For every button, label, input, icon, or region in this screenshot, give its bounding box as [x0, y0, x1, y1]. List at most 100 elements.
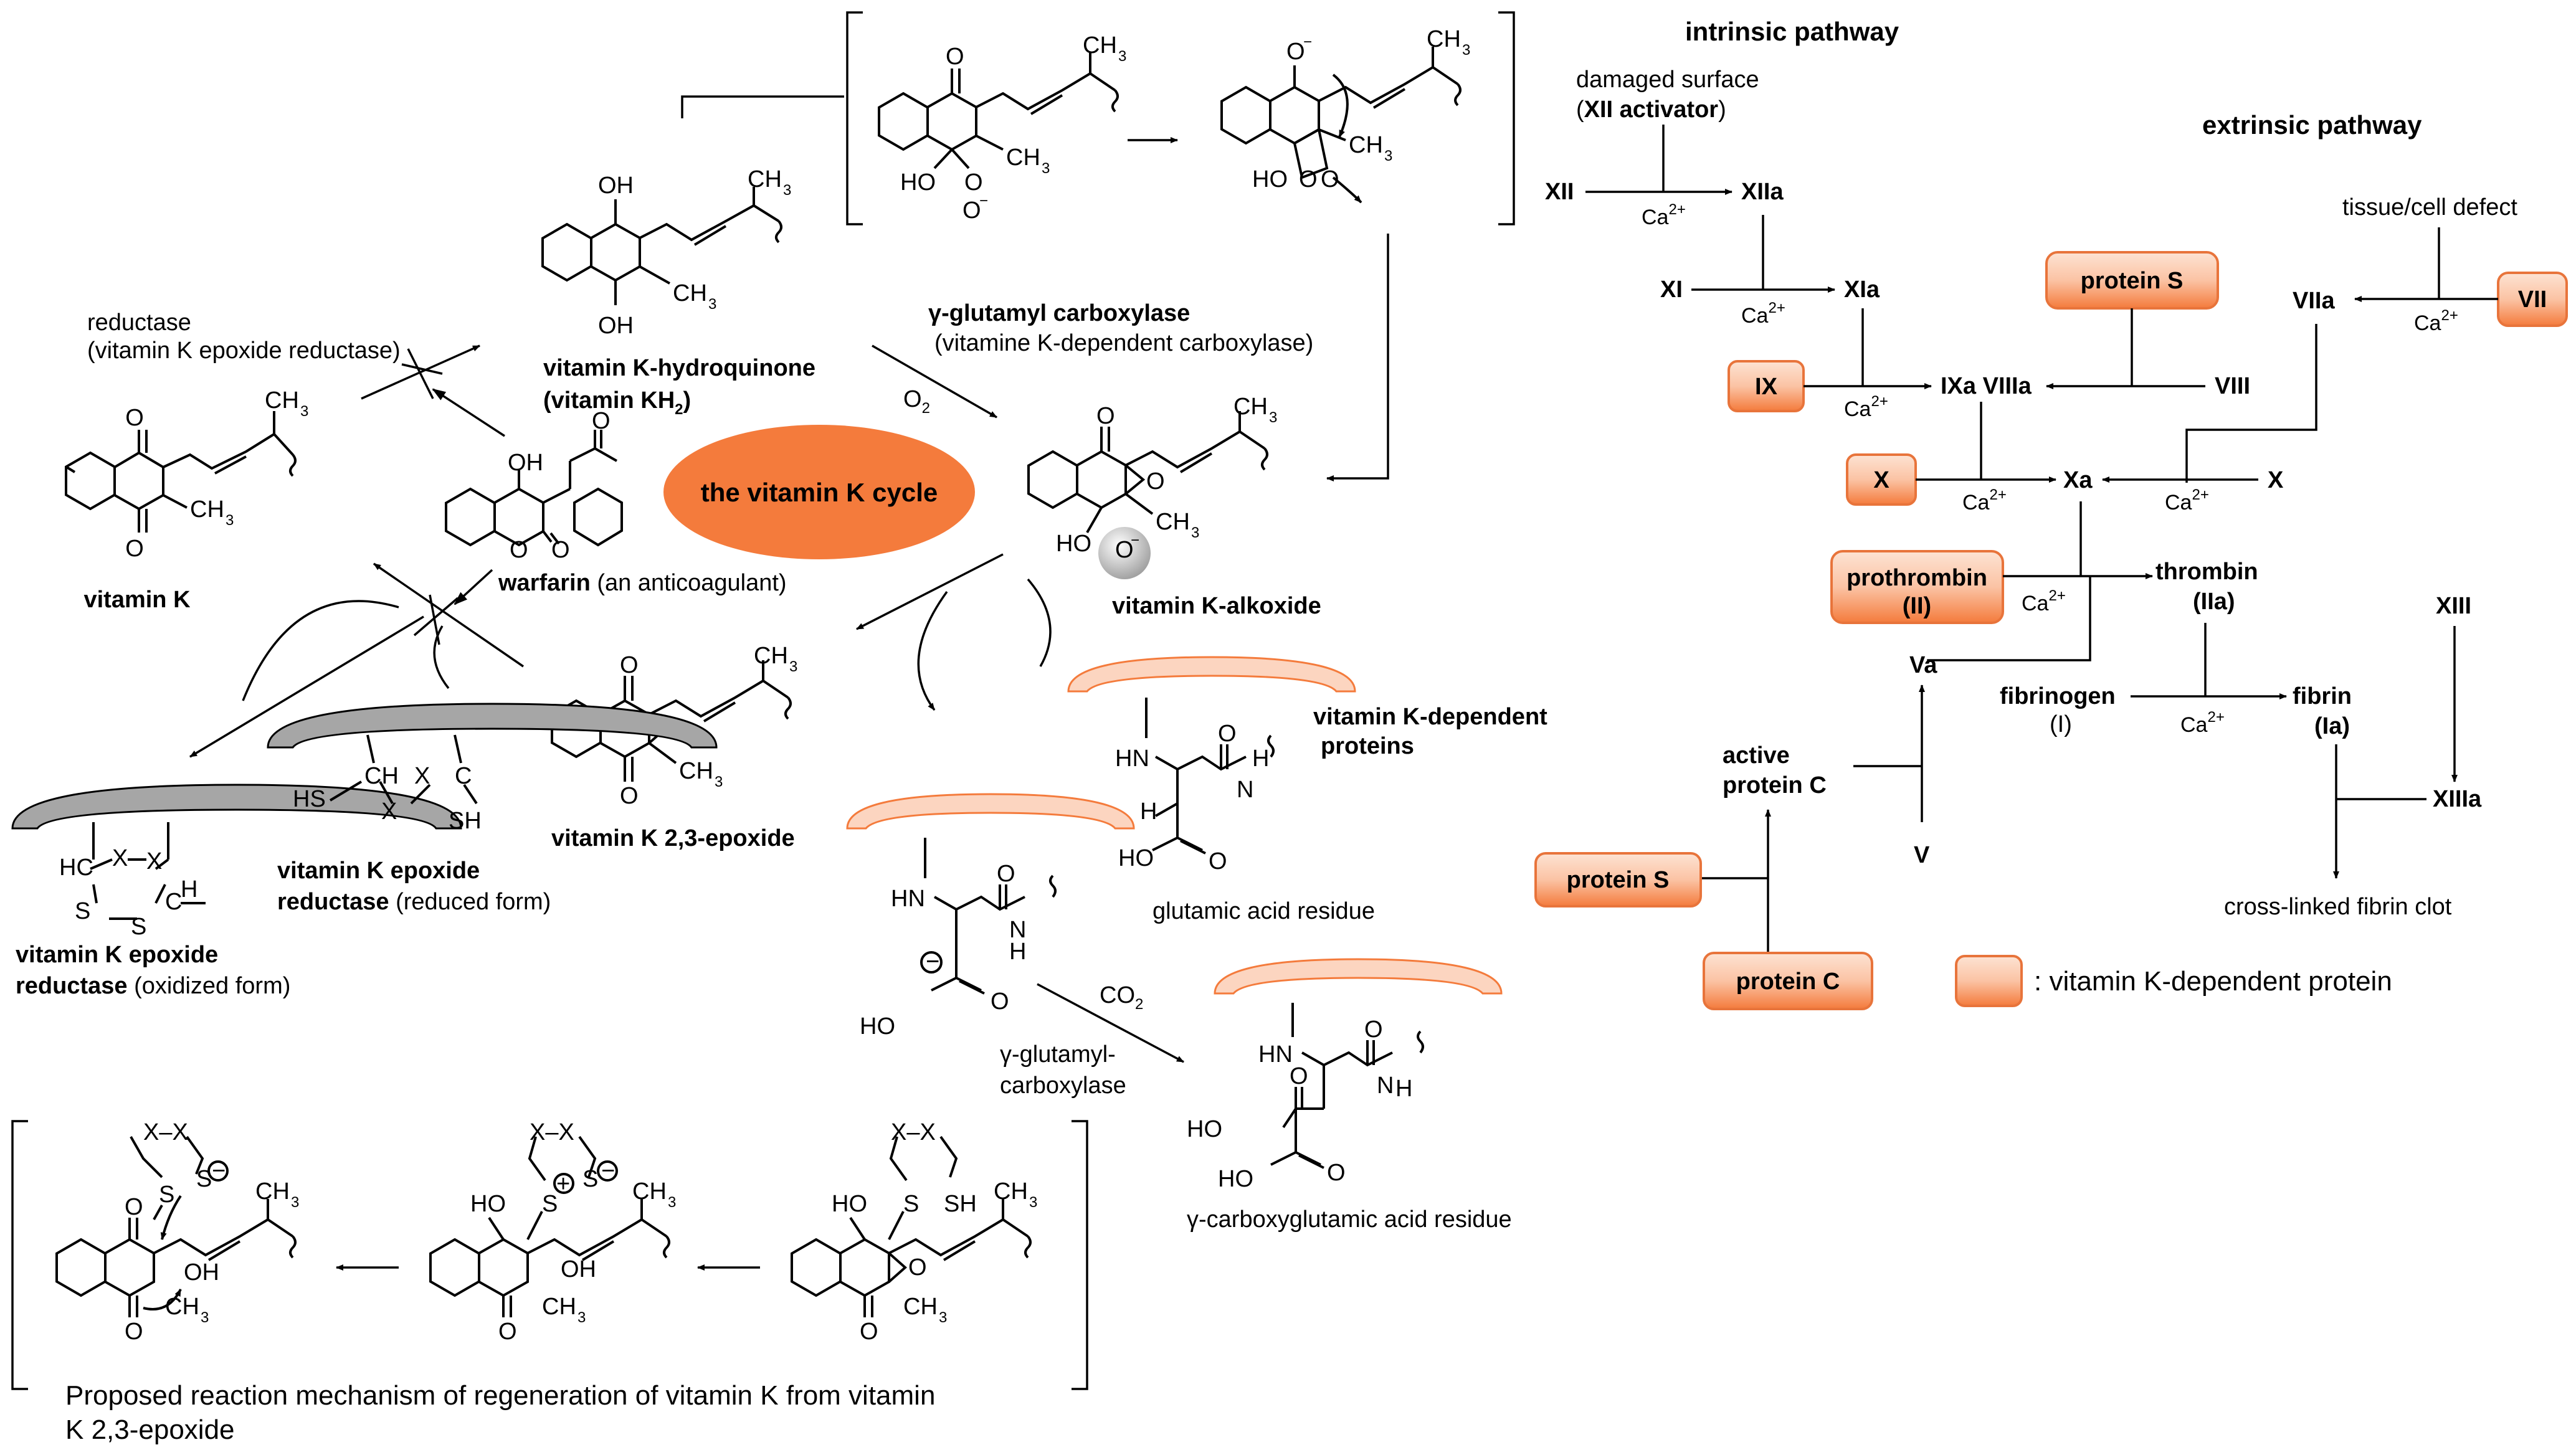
- label-active-protein-c-2: protein C: [1723, 772, 1827, 798]
- atom-sub: 3: [1042, 160, 1050, 177]
- atom-sub: 3: [291, 1194, 299, 1211]
- warfarin-inhibit-arrow-1: [432, 388, 505, 437]
- atom-x: X: [146, 848, 162, 874]
- factor-thrombin: thrombin: [2155, 559, 2258, 585]
- arrow-to-vkor-oxidized: [189, 615, 424, 758]
- label-tissue-defect: tissue/cell defect: [2342, 194, 2517, 220]
- atom-o: O: [1321, 166, 1339, 192]
- atom-o: O: [1146, 468, 1165, 495]
- atom-n: N: [1237, 777, 1253, 803]
- arrow-protein-out: [1027, 578, 1052, 667]
- atom-hn: HN: [1258, 1041, 1293, 1068]
- inhibition-cross: [407, 348, 434, 399]
- atom-n: N: [1377, 1073, 1394, 1099]
- atom-ch3: CH: [1156, 509, 1190, 535]
- factor-prothrombin: prothrombin: [1846, 565, 1987, 591]
- atom-o: O: [620, 783, 639, 809]
- atom-charge: −: [926, 949, 939, 975]
- atom-ch3: CH: [679, 758, 713, 784]
- label-vkor-red-2: reductase (reduced form): [277, 889, 551, 915]
- warfarin-inhibit-arrow-2: [454, 569, 493, 605]
- label-vkor-ox: vitamin K epoxide: [16, 942, 218, 968]
- atom-ch3: CH: [673, 280, 707, 306]
- factor-xia: XIa: [1844, 277, 1880, 303]
- atom-s: S: [131, 914, 146, 940]
- label-gamma-carbox: γ-glutamyl-: [1000, 1041, 1116, 1068]
- atom-ch3: CH: [255, 1178, 290, 1205]
- alkoxide-structure: [1027, 411, 1268, 533]
- label-co2: CO2: [1100, 982, 1143, 1013]
- atom-sub: 3: [789, 658, 797, 675]
- factor-viii: VIII: [2215, 373, 2250, 399]
- bracket-right: [1498, 11, 1515, 225]
- complex-ixa-viiia: IXa VIIIa: [1941, 373, 2032, 399]
- atom-o: O: [964, 169, 983, 196]
- label-alkoxide: vitamin K-alkoxide: [1112, 593, 1321, 619]
- factor-xi: XI: [1660, 277, 1683, 303]
- label-protein-c: protein C: [1736, 969, 1840, 995]
- title-extrinsic: extrinsic pathway: [2202, 110, 2422, 140]
- label-ca: Ca2+: [1962, 486, 2007, 514]
- atom-sub: 3: [1029, 1194, 1037, 1211]
- atom-ch3: CH: [190, 496, 224, 523]
- atom-o: O: [908, 1254, 927, 1281]
- atom-o: O: [510, 537, 528, 563]
- arrow-to-alkoxide: [1326, 234, 1389, 481]
- atom-s: S: [75, 898, 90, 924]
- bracket-link: [681, 95, 844, 118]
- caption-mechanism: Proposed reaction mechanism of regenerat…: [65, 1380, 935, 1411]
- label-carboxylase-alt: (vitamine K-dependent carboxylase): [934, 330, 1313, 356]
- factor-viia: VIIa: [2293, 288, 2335, 314]
- enzyme-cycle-arc: [242, 600, 399, 701]
- factor-va: Va: [1909, 652, 1937, 678]
- atom-sub: 3: [226, 512, 234, 529]
- atom-s: S: [582, 1166, 598, 1192]
- atom-ch3: CH: [1083, 32, 1117, 59]
- atom-o: O: [1290, 1063, 1308, 1089]
- mechanism-bracket-right: [1072, 1120, 1088, 1390]
- factor-iia: (IIa): [2193, 589, 2235, 615]
- label-ca: Ca2+: [2414, 307, 2458, 335]
- atom-x: X: [414, 763, 430, 789]
- factor-vii: VII: [2518, 287, 2547, 313]
- atom-charge: +: [556, 1171, 570, 1197]
- link-viia-to-xa: [2185, 324, 2317, 483]
- atom-xx: X–X: [891, 1119, 936, 1145]
- atom-ch3: CH: [1006, 145, 1040, 171]
- atom-h: H: [1395, 1076, 1412, 1102]
- atom-sub: 3: [1118, 48, 1126, 65]
- atom-sub: 3: [1462, 42, 1470, 59]
- atom-ho: HO: [1056, 531, 1091, 557]
- vkor-reduced: [267, 703, 718, 805]
- label-ca: Ca2+: [2180, 709, 2225, 737]
- atom-ch3: CH: [1427, 26, 1461, 52]
- atom-s: S: [159, 1182, 174, 1208]
- atom-x: X: [381, 798, 397, 825]
- cycle-center-label: the vitamin K cycle: [701, 478, 938, 507]
- label-warfarin: warfarin (an anticoagulant): [498, 570, 787, 596]
- atom-o: O: [620, 652, 639, 678]
- label-active-protein-c: active: [1723, 742, 1790, 769]
- factor-fibrin: fibrin: [2293, 683, 2352, 709]
- arrow-epoxide-to-k: [373, 562, 524, 668]
- atom-ch3: CH: [265, 387, 299, 414]
- atom-ch3: CH: [748, 166, 782, 192]
- mechanism-bracket-left: [11, 1120, 28, 1390]
- atom-oh: OH: [561, 1256, 596, 1282]
- label-carboxylase: γ-glutamyl carboxylase: [928, 300, 1190, 326]
- label-vitamin-k: vitamin K: [83, 587, 191, 613]
- factor-xiiia: XIIIa: [2433, 786, 2482, 812]
- label-gla: γ-carboxyglutamic acid residue: [1187, 1206, 1512, 1233]
- label-ca: Ca2+: [1642, 201, 1686, 229]
- atom-ho: HO: [1187, 1116, 1222, 1142]
- label-vk-dep-proteins-2: proteins: [1321, 733, 1414, 759]
- atom-o: O: [1299, 166, 1318, 192]
- atom-hn: HN: [1115, 746, 1149, 772]
- atom-o: O: [498, 1319, 517, 1345]
- label-vkor-ox-2: reductase (oxidized form): [16, 973, 290, 999]
- label-hydroquinone-alt: (vitamin KH2): [543, 387, 691, 418]
- atom-o: O: [1096, 403, 1115, 429]
- charge-circle: [207, 1160, 229, 1182]
- label-ca: Ca2+: [2165, 486, 2209, 514]
- atom-sub: 3: [668, 1194, 676, 1211]
